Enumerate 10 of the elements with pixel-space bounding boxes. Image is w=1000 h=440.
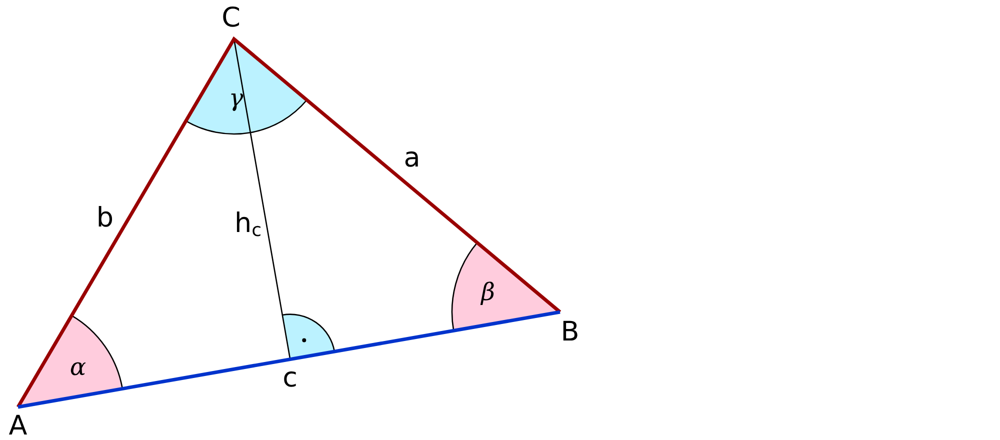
vertex-label: C bbox=[222, 4, 240, 32]
angle-label: β bbox=[481, 280, 495, 304]
side-label: a bbox=[404, 144, 420, 172]
side-label: b bbox=[96, 204, 114, 232]
vertex-label: A bbox=[8, 412, 28, 440]
altitude-label: h$_{c}$ bbox=[234, 210, 262, 240]
angle-label: γ bbox=[228, 86, 244, 110]
side-label: c bbox=[282, 364, 298, 392]
angle-label: α bbox=[70, 355, 86, 379]
vertex-label: B bbox=[560, 318, 580, 346]
